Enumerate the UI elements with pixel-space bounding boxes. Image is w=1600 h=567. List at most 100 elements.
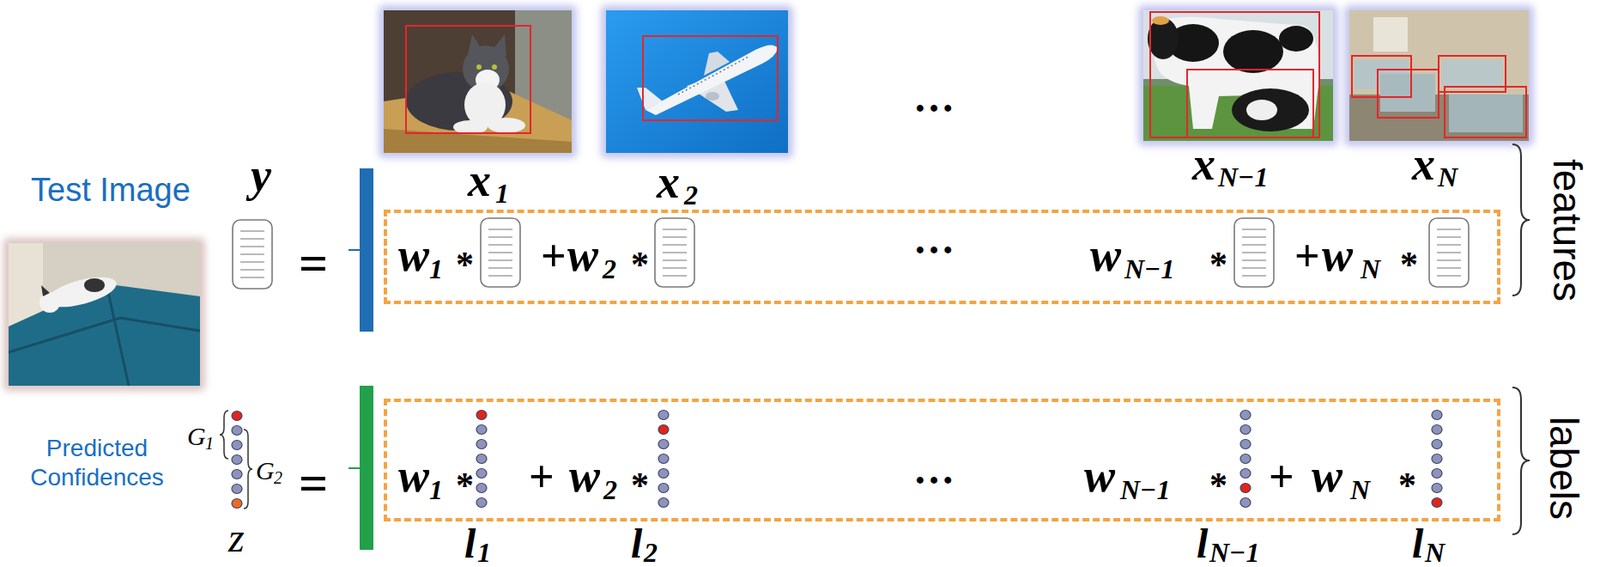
ellipsis: … xyxy=(913,73,955,122)
feature-vector-icon xyxy=(488,266,513,268)
feature-vector-icon xyxy=(480,218,521,287)
test-photo xyxy=(8,283,200,386)
feature-vector-icon xyxy=(1242,236,1267,237)
operator: * xyxy=(1209,464,1228,506)
feature-vector-icon xyxy=(480,218,521,287)
subscript: 2 xyxy=(273,467,283,488)
feature-vector-icon xyxy=(654,218,695,287)
room-photo xyxy=(1448,94,1523,133)
label-dot xyxy=(476,439,487,449)
side-label: labels xyxy=(1540,416,1588,520)
label-dot xyxy=(658,483,669,493)
subscript: 1 xyxy=(429,473,443,506)
label-dot xyxy=(658,410,669,420)
room-photo xyxy=(1380,73,1436,112)
curly-brace xyxy=(243,429,253,509)
label-dot xyxy=(231,454,243,465)
math-symbol: x xyxy=(1192,137,1216,191)
cat-photo xyxy=(491,64,497,70)
label-dot xyxy=(1431,483,1443,493)
label-dot xyxy=(1240,454,1251,464)
label-dot xyxy=(658,497,669,508)
feature-vector-icon xyxy=(662,274,687,276)
label-dot xyxy=(476,468,487,479)
feature-vector-icon xyxy=(1234,218,1274,287)
feature-vector-icon xyxy=(1436,243,1461,245)
matrix-bar xyxy=(359,168,374,332)
subscript: 1 xyxy=(495,177,510,210)
caption-label: Predicted Confidences xyxy=(15,433,179,491)
math-symbol: l xyxy=(1196,519,1208,567)
feature-vector-icon xyxy=(1436,236,1461,237)
math-symbol: w xyxy=(1321,228,1353,282)
room-photo xyxy=(1442,60,1503,86)
cat-photo xyxy=(383,10,572,153)
feature-vector-icon xyxy=(240,253,265,255)
label-dot xyxy=(476,410,487,420)
matrix-bar xyxy=(359,385,374,550)
feature-vector-icon xyxy=(1429,218,1469,287)
feature-vector-icon xyxy=(662,266,687,268)
test-photo xyxy=(107,287,129,386)
feature-vector-icon xyxy=(232,219,273,289)
image-glow xyxy=(3,237,206,391)
cow-photo xyxy=(1231,88,1310,132)
cow-photo xyxy=(1223,30,1284,73)
room-photo xyxy=(1349,10,1529,141)
math-symbol: x xyxy=(1412,137,1436,191)
room-photo xyxy=(1373,17,1408,52)
feature-vector-icon xyxy=(1242,251,1267,253)
airplane-photo xyxy=(636,87,663,110)
group-symbol: G xyxy=(187,421,207,451)
label-dot xyxy=(1240,468,1251,479)
label-dot xyxy=(231,411,243,421)
operator: + xyxy=(1294,230,1321,281)
subscript: 1 xyxy=(477,536,491,567)
math-symbol: w xyxy=(1084,448,1116,503)
label-dot xyxy=(1240,439,1251,449)
cat-photo xyxy=(383,10,572,153)
math-symbol: z xyxy=(228,513,245,561)
label-dot xyxy=(231,484,243,494)
label-vector-dots xyxy=(658,410,669,508)
cow-photo xyxy=(1187,69,1314,138)
operator: + xyxy=(528,450,555,502)
airplane-photo xyxy=(642,36,778,121)
label-vector-dots xyxy=(1431,410,1443,508)
label-dot xyxy=(1240,410,1251,420)
label-dot xyxy=(231,498,243,509)
label-vector-dots xyxy=(231,411,243,509)
subscript: 2 xyxy=(602,253,617,285)
label-vector-dots xyxy=(1240,410,1251,508)
math-symbol: w xyxy=(398,228,430,282)
feature-vector-icon xyxy=(240,260,265,262)
subscript: N xyxy=(1424,536,1445,567)
room-photo xyxy=(1349,10,1529,141)
math-symbol: x xyxy=(656,155,680,209)
subscript: N−1 xyxy=(1218,161,1269,194)
operator: * xyxy=(455,464,474,506)
equals-sign: = xyxy=(298,453,328,513)
operator: + xyxy=(540,230,567,281)
label-dot xyxy=(658,468,669,479)
feature-vector-icon xyxy=(662,243,687,245)
math-symbol: x xyxy=(467,153,491,207)
math-symbol: w xyxy=(1090,228,1122,282)
feature-vector-icon xyxy=(1242,259,1267,261)
label-dot xyxy=(1240,483,1251,493)
cat-photo xyxy=(467,34,483,55)
subscript: N−1 xyxy=(1209,536,1261,567)
operator: * xyxy=(455,243,474,285)
feature-vector-icon xyxy=(240,237,265,239)
feature-vector-icon xyxy=(1234,218,1274,287)
cow-photo xyxy=(1151,16,1170,25)
label-dot xyxy=(1431,439,1443,449)
feature-vector-icon xyxy=(488,274,513,276)
subscript: 2 xyxy=(643,536,658,567)
label-dot xyxy=(658,439,669,449)
cat-photo xyxy=(406,25,531,134)
feature-vector-icon xyxy=(1436,266,1461,268)
subscript: N−1 xyxy=(1120,473,1171,506)
subscript: 1 xyxy=(205,433,214,454)
math-symbol: l xyxy=(1412,519,1424,567)
